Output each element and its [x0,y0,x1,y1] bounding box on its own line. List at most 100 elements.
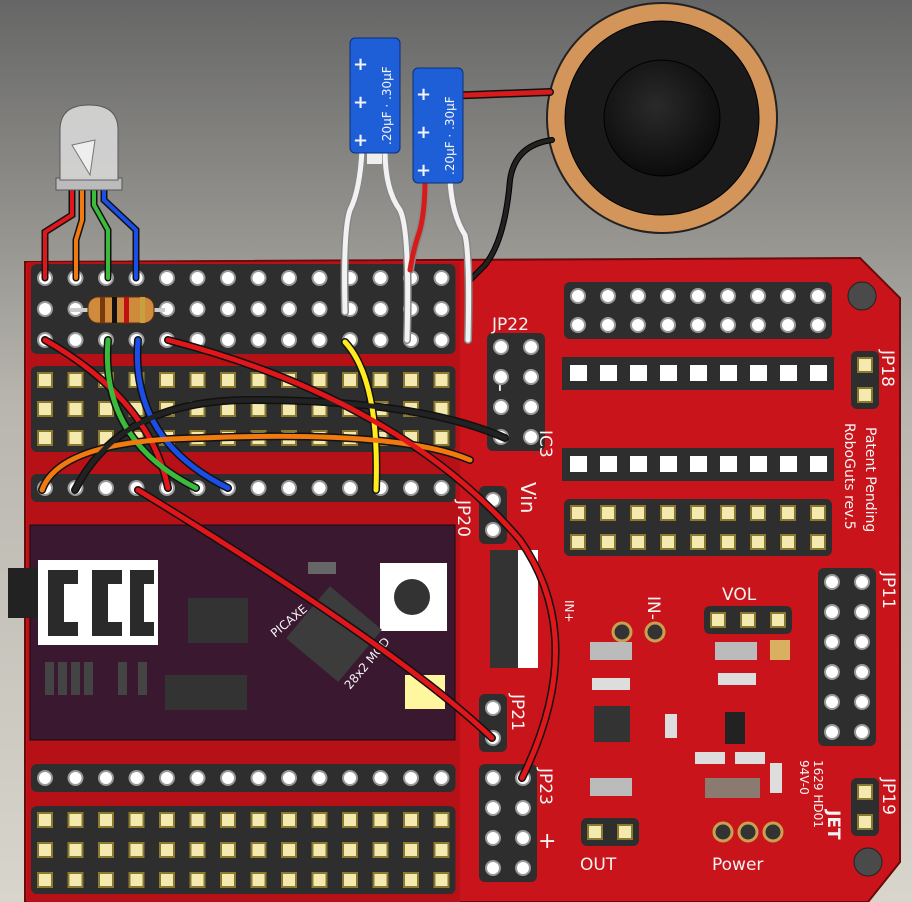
pin-hole [515,860,531,876]
pin [433,430,450,446]
pin [570,505,586,521]
pin-hole [485,860,501,876]
through-hole-pad [644,621,666,643]
socket-pin [750,456,767,472]
pin-hole [433,332,450,348]
pin-hole [854,574,870,590]
pin-hole [690,288,706,304]
socket-pin [660,365,677,381]
mounting-hole [853,847,883,877]
pin [37,812,53,828]
wire-red-long [165,337,558,781]
pin-hole [810,317,826,333]
pin [67,372,84,388]
pin [857,387,873,403]
pin-hole [600,288,616,304]
pin [720,505,736,521]
label-jp11: JP11 [878,571,898,609]
label-in-plus: IN+ [562,600,576,623]
pin-hole [311,480,328,496]
label-ic3: IC3 [535,430,555,458]
pin-hole [570,317,586,333]
wire-yellow [342,339,379,493]
resistor [70,296,165,324]
pin-hole [690,317,706,333]
pin [311,842,328,858]
pin [159,872,175,888]
pin [720,534,736,550]
pin-hole [630,288,646,304]
pin-hole [854,694,870,710]
pin-hole [311,301,328,317]
pin-hole [372,770,389,786]
pin [403,842,419,858]
pin-hole [810,288,826,304]
pin [311,872,328,888]
pin [128,872,145,888]
pin-hole [854,604,870,620]
pin [433,872,450,888]
label-plus: + [538,829,556,854]
pin [37,372,53,388]
wire-blue [134,337,231,491]
pin [189,372,206,388]
pin [311,812,328,828]
pin [372,842,389,858]
pin-hole [250,270,267,286]
pin-hole [824,664,840,680]
pin [710,612,726,628]
pin [403,812,419,828]
pin-hole [159,270,175,286]
through-hole-pad [611,621,633,643]
pin [189,842,206,858]
patent-text: Patent Pending [862,427,878,532]
pin [780,505,796,521]
pin [98,842,114,858]
pin [128,842,145,858]
proto-header-top [31,264,456,354]
pin [98,401,114,417]
pin [617,824,633,840]
pin [810,534,826,550]
pin-hole [98,770,114,786]
pin [587,824,603,840]
pin-hole [433,480,450,496]
label-jp21: JP21 [507,693,527,731]
pin-hole [433,770,450,786]
capacitor-polarity: + [353,130,368,151]
pin [342,872,358,888]
pin-hole [493,399,509,415]
pin [37,842,53,858]
pin-hole [824,724,840,740]
pin [600,534,616,550]
pin-hole [281,301,297,317]
picaxe-module: PICAXE 28x2 MOD [8,524,456,741]
pin-hole [600,317,616,333]
header-vol [704,606,792,634]
pin [433,812,450,828]
pin-hole [515,800,531,816]
pin-hole [250,332,267,348]
pin-hole [854,724,870,740]
pin [857,814,873,830]
pin-hole [523,369,539,385]
pin-hole [220,332,236,348]
audio-jack [8,568,38,618]
socket-pin [780,456,797,472]
pin-hole [220,770,236,786]
pin [342,812,358,828]
label-vin: Vin [516,482,540,513]
label-power: Power [712,855,763,875]
pin-hole [311,332,328,348]
header-jp11 [818,568,876,746]
pin [810,505,826,521]
label-jp23: JP23 [535,767,555,805]
pin-hole [220,270,236,286]
pin-hole [342,480,358,496]
pin [67,812,84,828]
pin-hole [281,770,297,786]
pin-hole [523,429,539,445]
cert-code: 1629 HD01 [811,760,825,828]
label-vol: VOL [722,585,757,605]
